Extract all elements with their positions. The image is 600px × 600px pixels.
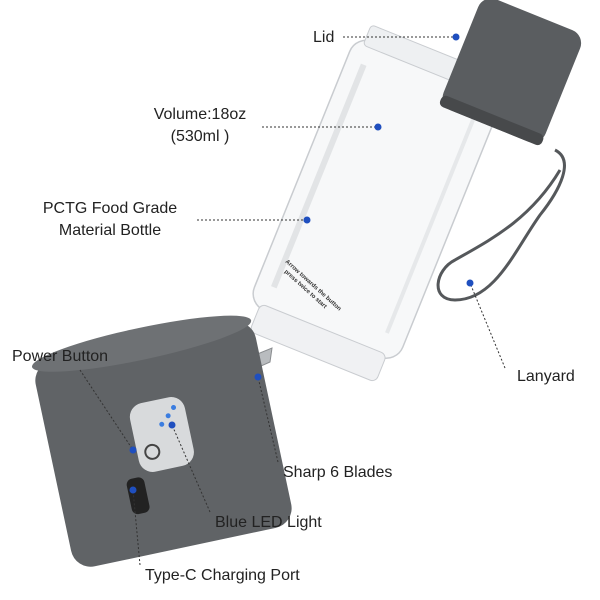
motor-base	[31, 315, 292, 567]
label-material: PCTG Food Grade Material Bottle	[30, 198, 190, 242]
label-led: Blue LED Light	[215, 514, 322, 531]
label-volume: Volume:18oz (530ml )	[140, 104, 260, 148]
material-line2: Material Bottle	[58, 222, 162, 239]
material-line1: PCTG Food Grade	[42, 200, 178, 217]
label-power-button: Power Button	[12, 348, 109, 365]
volume-line2: (530ml )	[170, 128, 230, 145]
label-blades: Sharp 6 Blades	[283, 464, 393, 481]
label-port: Type-C Charging Port	[145, 567, 300, 584]
leader-lines	[79, 36, 506, 566]
lanyard	[436, 148, 566, 302]
label-lanyard: Lanyard	[517, 368, 575, 385]
volume-line1: Volume:18oz	[153, 106, 247, 123]
callout-dots	[129, 33, 474, 494]
label-lid: Lid	[313, 29, 335, 46]
lid	[439, 0, 582, 146]
